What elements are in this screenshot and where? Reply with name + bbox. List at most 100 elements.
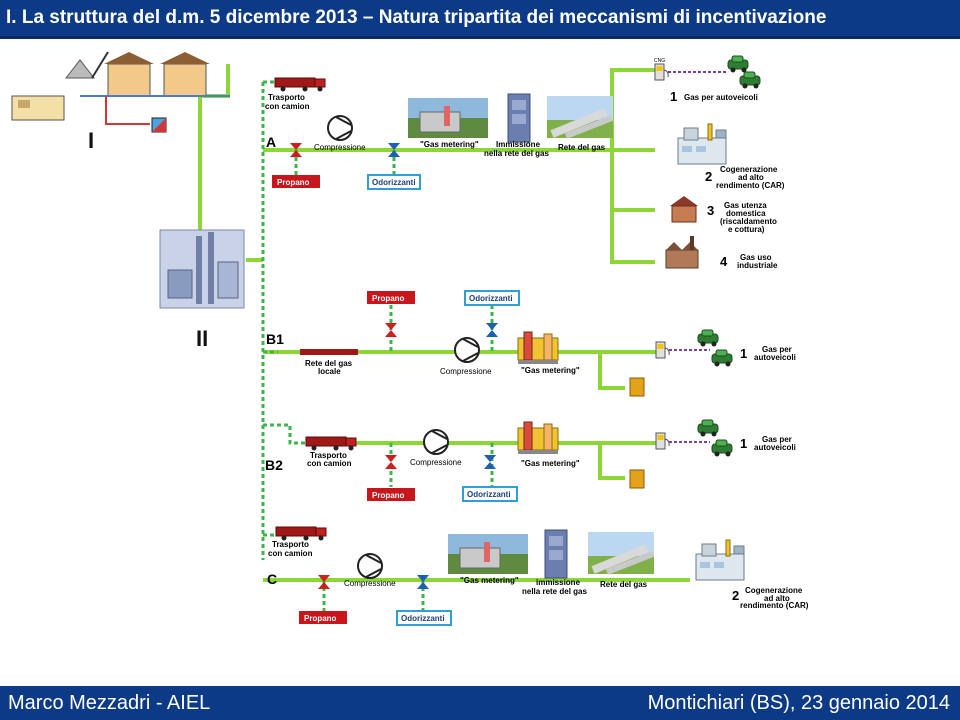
odorizzanti-c-box: Odorizzanti [396, 610, 452, 626]
gas-metering-a-icon [408, 98, 488, 138]
cng-a-label: CNG [654, 58, 665, 64]
out2-c-l2: ad alto [764, 594, 790, 603]
valve-b1-propano-icon [385, 323, 397, 337]
roman-numeral-ii: II [196, 326, 208, 351]
car-a2-icon [739, 71, 761, 89]
out2-c-l3: rendimento (CAR) [740, 601, 809, 610]
gas-metering-a-label: "Gas metering" [420, 140, 479, 149]
out3-a-l4: e cottura) [728, 225, 765, 234]
out3-a-num: 3 [707, 203, 714, 218]
out1-b1-l1: Gas per [762, 345, 792, 354]
out1-b1-num: 1 [740, 346, 747, 361]
immission-a-label-1: Immissione [496, 140, 541, 149]
roman-numeral-i: I [88, 128, 94, 153]
storage-b2-icon [629, 469, 645, 489]
compressor-a-icon [327, 115, 353, 141]
factory-a-icon [665, 236, 699, 269]
gas-metering-b2-icon [517, 421, 559, 455]
local-network-b1-l2: locale [318, 367, 341, 376]
odorizzanti-b1-label: Odorizzanti [469, 294, 513, 303]
truck-a-label-2: con camion [265, 102, 310, 111]
out2-c-l1: Cogenerazione [745, 586, 803, 595]
local-network-b1-icon [300, 349, 358, 355]
out4-a-l2: industriale [737, 261, 778, 270]
gas-metering-b1-icon [517, 331, 559, 365]
gas-network-a-icon [547, 96, 614, 139]
out2-a-l2: ad alto [738, 173, 764, 182]
immission-a-label-2: nella rete del gas [484, 149, 549, 158]
footer-author: Marco Mezzadri - AIEL [8, 692, 211, 714]
compressione-a-label: Compressione [314, 143, 366, 152]
car-a1-icon [727, 55, 749, 73]
immission-c-label-2: nella rete del gas [522, 587, 587, 596]
valve-b2-propano-icon [385, 455, 397, 469]
propano-a-box: Propano [272, 175, 320, 188]
truck-b2-label-1: Trasporto [310, 451, 347, 460]
plant-i-digester [11, 51, 230, 133]
truck-c-label-1: Trasporto [272, 540, 309, 549]
out1-a-label: Gas per autoveicoli [684, 93, 758, 102]
out2-a-l1: Cogenerazione [720, 165, 778, 174]
car-b1a-icon [697, 329, 719, 347]
truck-b2-label-2: con camion [307, 459, 352, 468]
compressor-b2-icon [423, 429, 449, 455]
truck-b2-icon [305, 436, 357, 451]
cogen-a-icon [677, 123, 727, 165]
propano-b2-box: Propano [367, 488, 415, 501]
slide-title: I. La struttura del d.m. 5 dicembre 2013… [6, 7, 827, 28]
local-network-b1-l1: Rete del gas [305, 359, 353, 368]
gas-network-a-label: Rete del gas [558, 143, 606, 152]
gas-network-c-label: Rete del gas [600, 580, 648, 589]
gas-metering-c-icon [448, 534, 528, 574]
cng-pump-b2-icon [655, 432, 670, 450]
valve-b2-odorizzanti-icon [484, 455, 496, 469]
immission-c-icon [544, 529, 568, 579]
odorizzanti-a-label: Odorizzanti [372, 178, 416, 187]
footer-bar: Marco Mezzadri - AIEL Montichiari (BS), … [0, 686, 960, 720]
cogen-c-icon [695, 539, 745, 581]
odorizzanti-b2-label: Odorizzanti [467, 490, 511, 499]
odorizzanti-c-label: Odorizzanti [401, 614, 445, 623]
truck-a-label-1: Trasporto [268, 93, 305, 102]
gas-metering-c-label: "Gas metering" [460, 576, 519, 585]
odorizzanti-a-box: Odorizzanti [367, 174, 421, 190]
car-b1b-icon [711, 349, 733, 367]
compressor-b1-icon [454, 337, 480, 363]
compressione-b1-label: Compressione [440, 367, 492, 376]
cng-pump-a-icon [654, 63, 669, 81]
gas-metering-b2-label: "Gas metering" [521, 459, 580, 468]
truck-c-label-2: con camion [268, 549, 313, 558]
path-a-label: A [266, 134, 276, 150]
immission-a-icon [507, 93, 531, 143]
out3-a-l3: (riscaldamento [720, 217, 777, 226]
path-b2-label: B2 [265, 457, 283, 473]
compressione-c-label: Compressione [344, 579, 396, 588]
out1-b2-l1: Gas per [762, 435, 792, 444]
out4-a-l1: Gas uso [740, 253, 772, 262]
house-a-icon [670, 196, 698, 223]
footer-place-date: Montichiari (BS), 23 gennaio 2014 [647, 692, 950, 714]
propano-b2-label: Propano [372, 491, 405, 500]
path-b1-label: B1 [266, 331, 284, 347]
propano-b1-box: Propano [367, 291, 415, 304]
truck-c-icon [275, 526, 327, 541]
out1-b2-num: 1 [740, 436, 747, 451]
compressor-c-icon [357, 553, 383, 579]
path-c-label: C [267, 571, 277, 587]
out2-a-num: 2 [705, 169, 712, 184]
title-bar: I. La struttura del d.m. 5 dicembre 2013… [0, 0, 960, 39]
valve-b1-odorizzanti-icon [486, 323, 498, 337]
propano-a-label: Propano [277, 178, 310, 187]
propano-b1-label: Propano [372, 294, 405, 303]
gas-network-c-icon [588, 532, 655, 575]
out1-b2-l2: autoveicoli [754, 443, 796, 452]
gas-metering-b1-label: "Gas metering" [521, 366, 580, 375]
plant-ii-upgrading [159, 229, 245, 309]
out2-a-l3: rendimento (CAR) [716, 181, 785, 190]
out2-c-num: 2 [732, 588, 739, 603]
truck-a-icon [274, 77, 326, 92]
out3-a-l2: domestica [726, 209, 766, 218]
odorizzanti-b2-box: Odorizzanti [462, 486, 518, 502]
out1-b1-l2: autoveicoli [754, 353, 796, 362]
compressione-b2-label: Compressione [410, 458, 462, 467]
